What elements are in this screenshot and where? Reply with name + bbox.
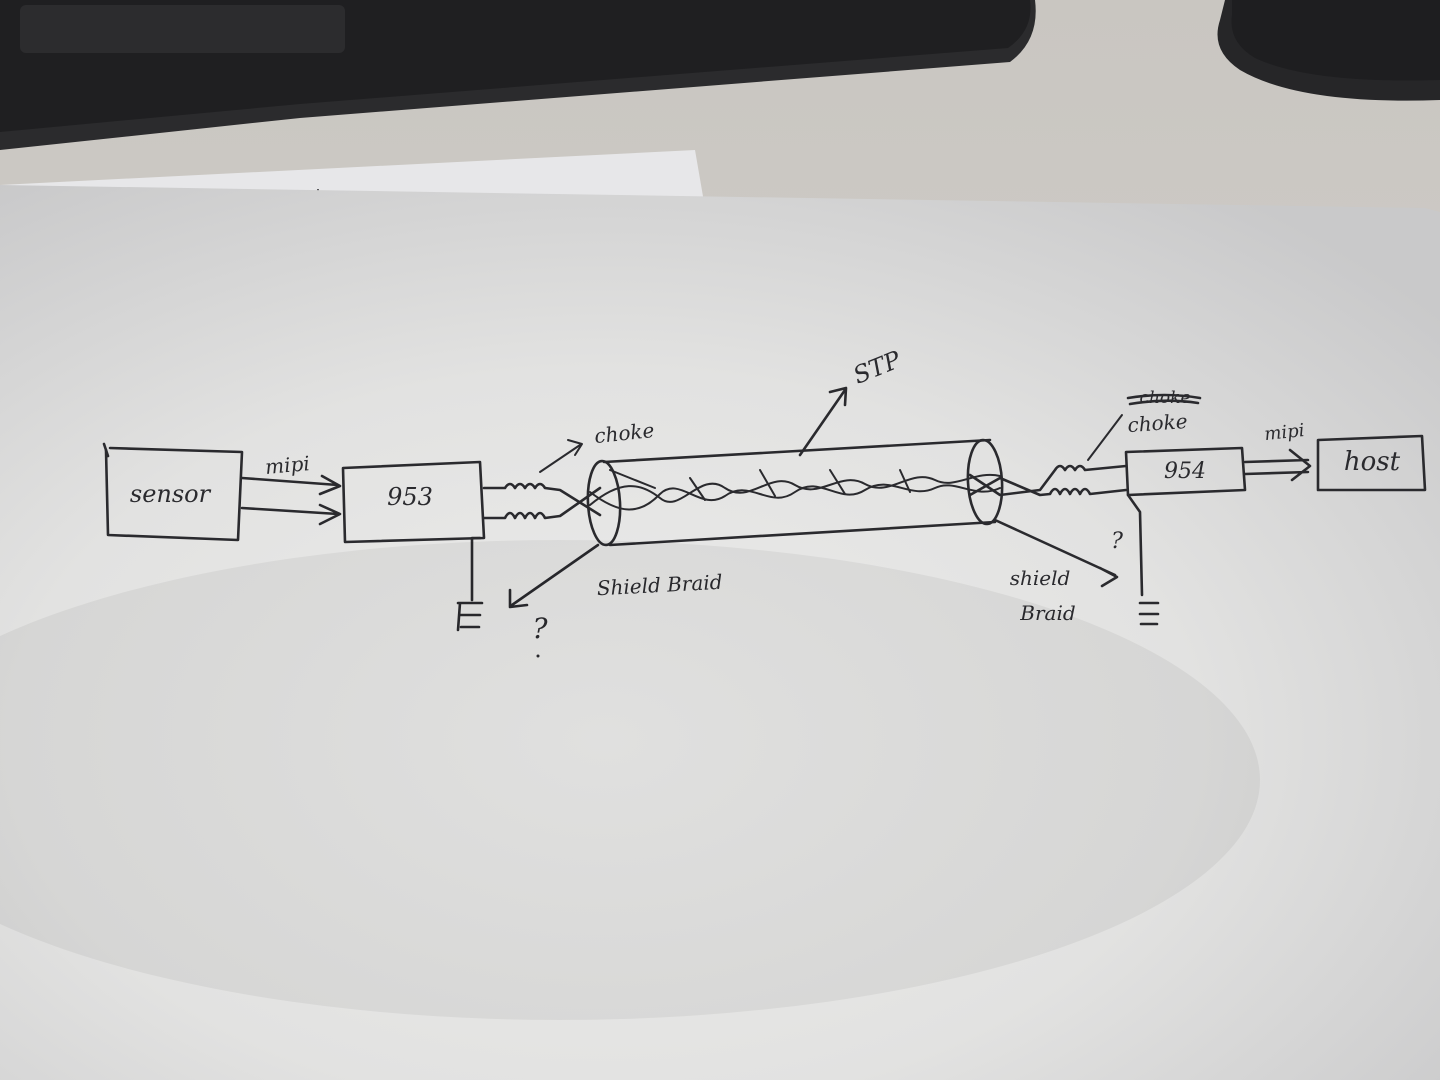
choke-struck-label: choke xyxy=(1139,388,1190,408)
shield-braid-right-label-line1: shield xyxy=(1010,566,1071,590)
mipi-label-left: mipi xyxy=(264,451,310,479)
host-label: host xyxy=(1344,447,1401,477)
question-mark-right: ? xyxy=(1111,529,1123,554)
choke-label-right: choke xyxy=(1127,409,1189,437)
sensor-label: sensor xyxy=(130,480,212,508)
deserializer-label: 954 xyxy=(1164,459,1206,484)
serializer-label: 953 xyxy=(387,483,433,511)
mipi-label-right: mipi xyxy=(1263,420,1305,445)
